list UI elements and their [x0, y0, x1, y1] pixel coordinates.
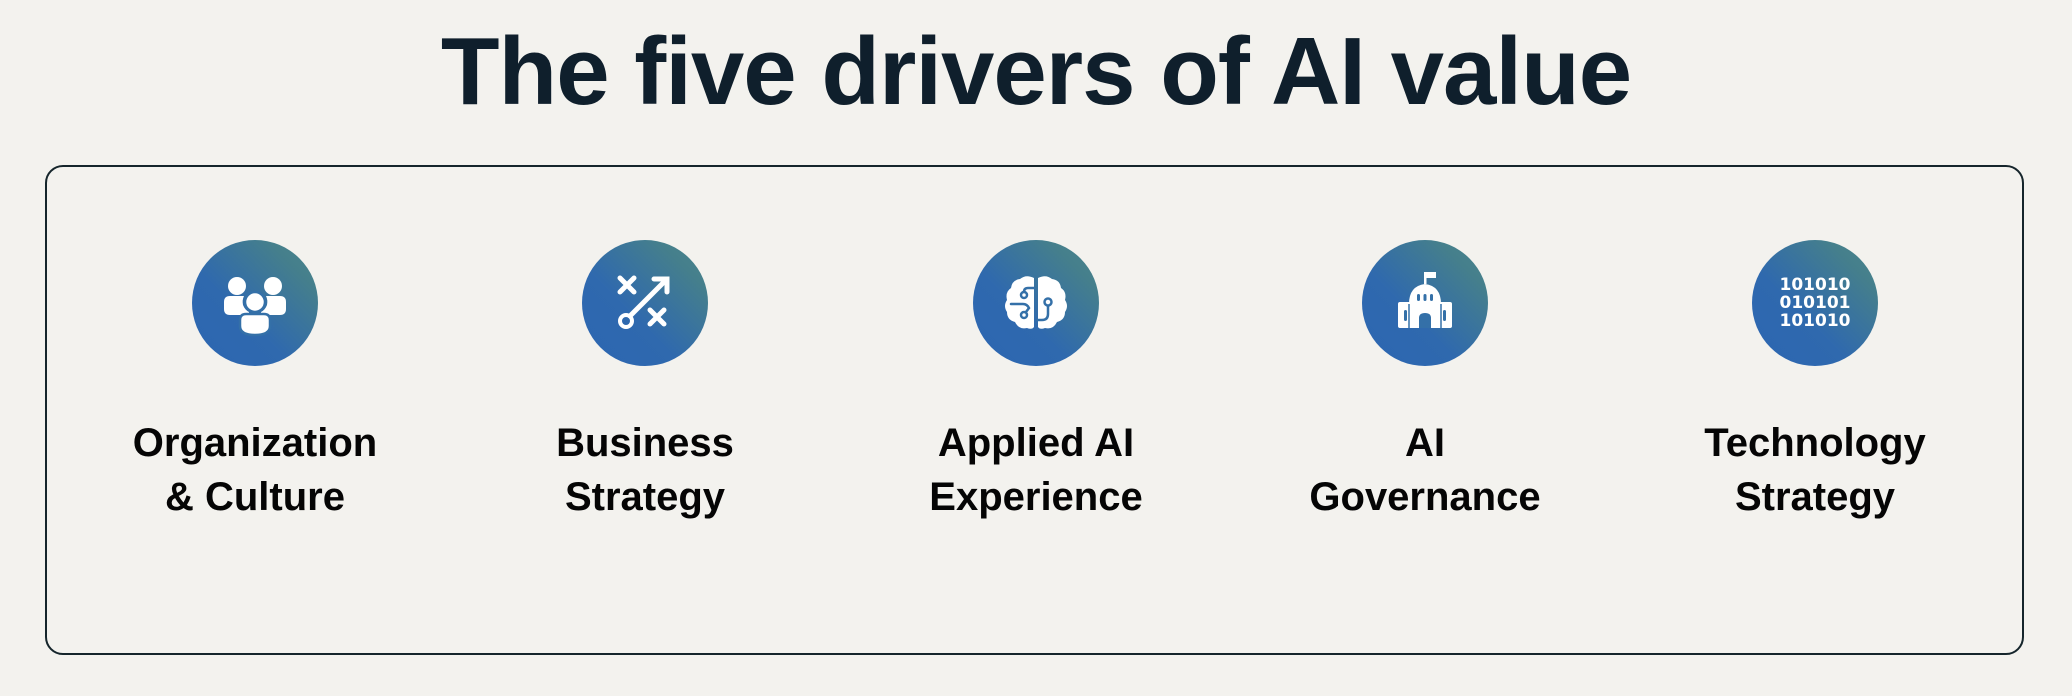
people-group-icon — [224, 277, 286, 337]
driver-label: AI Governance — [1309, 416, 1540, 524]
label-line-2: Strategy — [1734, 475, 1896, 519]
label-line-2: & Culture — [164, 475, 345, 519]
icon-badge — [192, 240, 318, 366]
label-line-1: Business — [556, 421, 734, 465]
driver-organization-culture: Organization & Culture — [75, 240, 435, 524]
driver-label: Applied AI Experience — [929, 416, 1142, 524]
government-building-icon — [1398, 272, 1452, 328]
label-line-1: Technology — [1704, 421, 1926, 465]
icon-badge — [973, 240, 1099, 366]
strategy-play-icon — [617, 275, 670, 329]
icon-badge — [582, 240, 708, 366]
binary-code-icon: 101010 010101 101010 — [1779, 275, 1851, 331]
icon-badge: 101010 010101 101010 — [1752, 240, 1878, 366]
circuit-brain-icon — [1005, 276, 1067, 329]
label-line-2: Experience — [929, 475, 1143, 519]
driver-applied-ai-experience: Applied AI Experience — [856, 240, 1216, 524]
label-line-2: Governance — [1309, 475, 1541, 519]
driver-ai-governance: AI Governance — [1245, 240, 1605, 524]
driver-label: Technology Strategy — [1704, 416, 1925, 524]
icon-badge — [1362, 240, 1488, 366]
label-line-2: Strategy — [564, 475, 726, 519]
label-line-1: AI — [1405, 421, 1445, 465]
drivers-frame — [45, 165, 2024, 655]
page-title: The five drivers of AI value — [440, 18, 1632, 125]
driver-business-strategy: Business Strategy — [465, 240, 825, 524]
label-line-1: Organization — [132, 421, 378, 465]
label-line-1: Applied AI — [937, 421, 1135, 465]
driver-label: Business Strategy — [556, 416, 734, 524]
driver-technology-strategy: 101010 010101 101010 Technology Strategy — [1635, 240, 1995, 524]
driver-label: Organization & Culture — [133, 416, 377, 524]
